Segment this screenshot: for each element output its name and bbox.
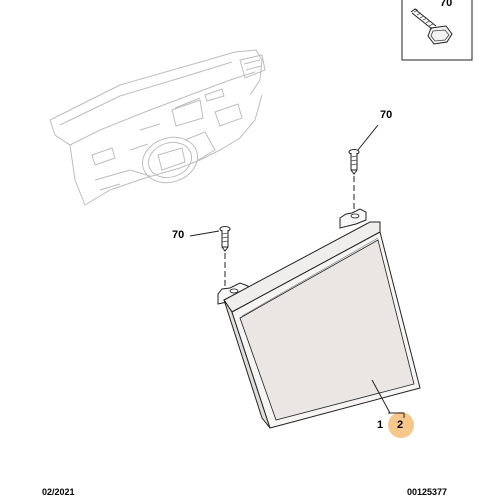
dashboard-sketch: [49, 49, 266, 206]
screw-inset-icon: [410, 8, 453, 45]
part-ref-bracket: [388, 412, 405, 418]
screw-right-ref-label: 70: [380, 109, 393, 121]
display-highlight-ref-label: 2: [397, 419, 404, 431]
display-unit: [217, 208, 421, 429]
inset-screw-ref-label: 70: [440, 0, 453, 9]
screw-left-leader-line: [189, 230, 220, 237]
screw-right-icon: [348, 149, 360, 175]
screw-left-ref-label: 70: [172, 229, 185, 241]
footer-date: 02/2021: [42, 487, 75, 497]
screw-inset-box: [401, 0, 473, 61]
screw-left-icon: [219, 226, 231, 252]
part-leader-line: [371, 379, 391, 414]
footer-diagram-id: 00125377: [407, 487, 448, 497]
screw-right-leader-line: [357, 124, 379, 151]
display-unit-ref-label: 1: [377, 419, 384, 431]
part-highlight-badge: [388, 412, 414, 438]
